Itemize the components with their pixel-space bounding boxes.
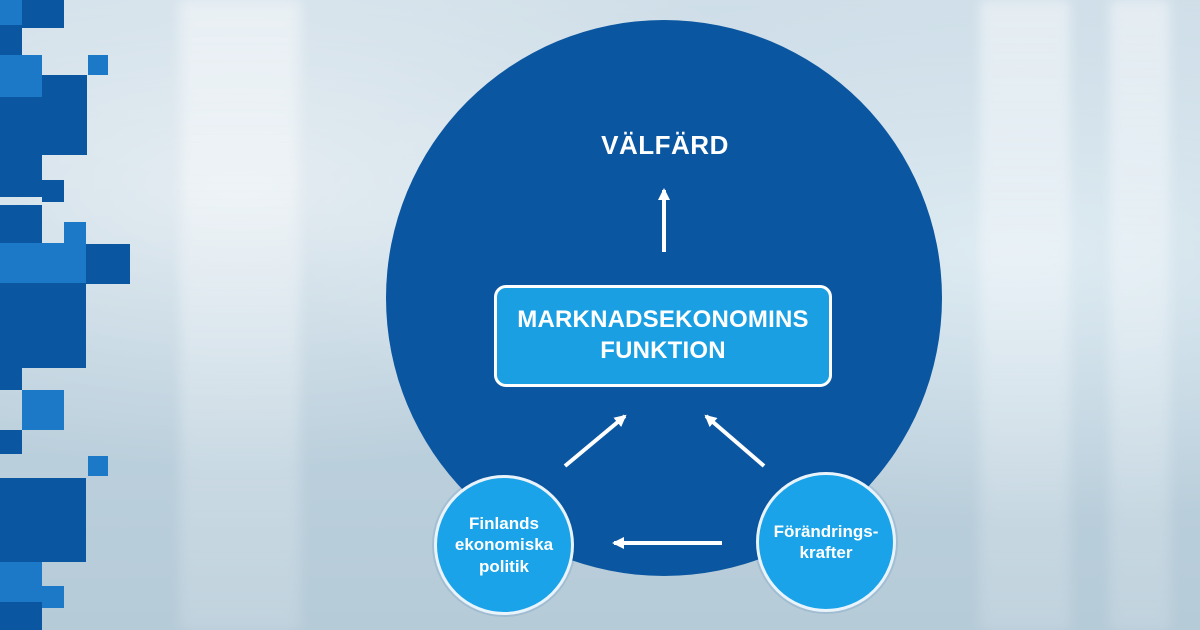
- pixel-square: [0, 430, 22, 454]
- pixel-square: [0, 562, 42, 602]
- diagram-title: VÄLFÄRD: [601, 130, 729, 160]
- pixel-square: [0, 602, 42, 630]
- background-light-band: [980, 0, 1070, 630]
- pixel-pattern-decoration: [0, 0, 140, 630]
- left-input-circle: Finlands ekonomiska politik: [434, 475, 574, 615]
- pixel-square: [0, 205, 42, 243]
- right-input-circle: Förändrings- krafter: [756, 472, 896, 612]
- pixel-square: [0, 55, 42, 97]
- pixel-square: [88, 55, 108, 75]
- pixel-square: [0, 243, 86, 283]
- pixel-square: [88, 456, 108, 476]
- pixel-square: [0, 97, 42, 157]
- pixel-square: [0, 25, 22, 55]
- pixel-square: [22, 390, 64, 430]
- pixel-square: [42, 75, 87, 155]
- pixel-square: [42, 586, 64, 608]
- background-light-band: [1110, 0, 1170, 630]
- pixel-square: [22, 0, 64, 28]
- pixel-square: [64, 222, 86, 244]
- pixel-square: [42, 180, 64, 202]
- background-light-band: [180, 0, 300, 630]
- pixel-square: [0, 283, 86, 368]
- pixel-square: [0, 157, 42, 197]
- center-concept-box: MARKNADSEKONOMINS FUNKTION: [494, 285, 832, 387]
- pixel-square: [86, 244, 130, 284]
- pixel-square: [0, 478, 86, 562]
- pixel-square: [0, 368, 22, 390]
